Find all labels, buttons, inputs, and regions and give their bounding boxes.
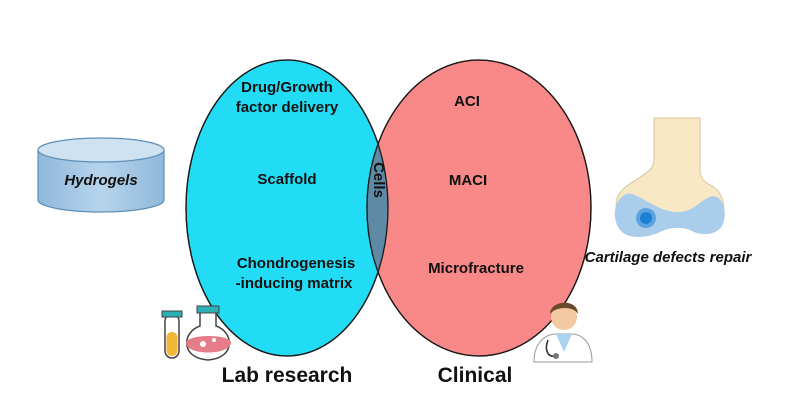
femur-bone-icon — [614, 117, 725, 237]
cartilage-label: Cartilage defects repair — [585, 249, 753, 266]
cells-label: Cells — [370, 162, 387, 198]
maci-label: MACI — [449, 172, 487, 189]
hydrogels-label: Hydrogels — [64, 172, 137, 189]
lab-research-caption: Lab research — [222, 364, 353, 387]
chondrogenesis-label: Chondrogenesis — [237, 255, 355, 272]
inducing-matrix-label: -inducing matrix — [236, 275, 353, 292]
flask-icon — [161, 305, 232, 361]
aci-label: ACI — [454, 93, 480, 110]
scaffold-label: Scaffold — [257, 171, 316, 188]
microfracture-label: Microfracture — [428, 260, 524, 277]
hydrogel-cylinder-icon — [37, 137, 165, 213]
doctor-icon — [533, 302, 593, 363]
factor-delivery-label: factor delivery — [236, 99, 339, 116]
drug-growth-label: Drug/Growth — [241, 79, 333, 96]
clinical-caption: Clinical — [438, 364, 513, 387]
